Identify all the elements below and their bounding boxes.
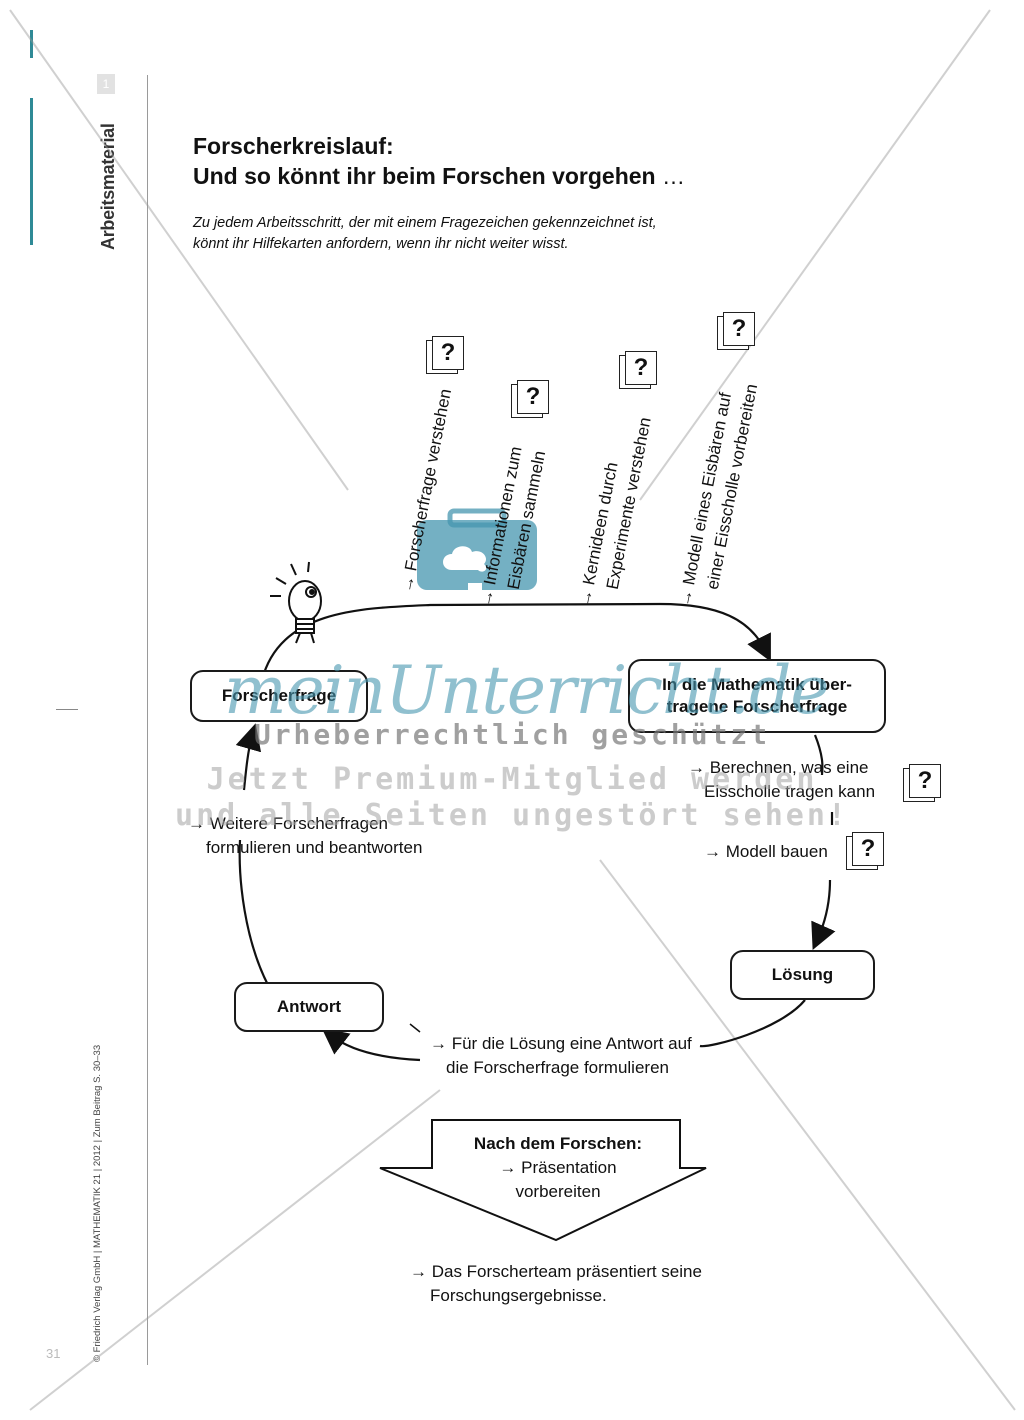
question-mark-icon: ? — [625, 351, 657, 385]
question-mark-icon: ? — [517, 380, 549, 414]
briefcase-watermark-icon — [417, 508, 537, 595]
intro-line-1: Zu jedem Arbeitsschritt, der mit einem F… — [193, 215, 657, 231]
accent-bar — [30, 98, 33, 245]
final-step-line-2: Forschungsergebnisse. — [430, 1286, 607, 1305]
question-mark-icon: ? — [432, 336, 464, 370]
node-loesung-label: Lösung — [771, 965, 834, 984]
right-step-1: → Berechnen, was eine Eisscholle tragen … — [688, 756, 875, 804]
right-step-1-line-1: → Berechnen, was eine — [688, 758, 869, 777]
help-card-6[interactable]: ? — [846, 832, 886, 870]
lightbulb-mascot-icon — [270, 561, 322, 644]
after-research-item-line-2: vorbereiten — [515, 1182, 601, 1201]
page-number: 31 — [46, 1346, 61, 1361]
node-antwort: Antwort — [234, 982, 384, 1032]
help-card-3[interactable]: ? — [619, 351, 659, 389]
watermark-line-2: Jetzt Premium-Mitglied werden — [206, 762, 818, 797]
node-forscherfrage: Forscherfrage — [190, 670, 368, 722]
margin-divider — [147, 75, 148, 1365]
left-step-line-2: formulieren und beantworten — [206, 838, 423, 857]
node-forscherfrage-label: Forscherfrage — [221, 686, 337, 705]
margin-tick — [56, 709, 78, 710]
right-step-2: → Modell bauen — [704, 840, 828, 864]
question-mark-icon: ? — [723, 312, 755, 346]
help-card-4[interactable]: ? — [717, 312, 757, 350]
node-mathematik-line-2: tragene Forscherfrage — [666, 697, 848, 716]
after-research-item-line-1: → Präsentation — [499, 1158, 617, 1177]
watermark-line-3: und alle Seiten ungestört sehen! — [175, 798, 849, 833]
right-step-1-line-2: Eisscholle tragen kann — [704, 782, 876, 801]
watermark-logo: meinUnterricht.de — [224, 652, 829, 729]
watermark-line-1: Urheberrechtlich geschützt — [253, 718, 771, 751]
question-mark-icon: ? — [852, 832, 884, 866]
accent-bar-top — [30, 30, 33, 58]
intro-line-2: könnt ihr Hilfekarten anfordern, wenn ih… — [193, 236, 569, 252]
bottom-step: → Für die Lösung eine Antwort auf die Fo… — [430, 1032, 692, 1080]
left-step: → Weitere Forscherfragen formulieren und… — [188, 812, 422, 860]
page-title: Forscherkreislauf: Und so könnt ihr beim… — [193, 131, 685, 191]
page-badge: 1 — [97, 74, 115, 94]
intro-text: Zu jedem Arbeitsschritt, der mit einem F… — [193, 213, 753, 255]
title-line-1: Forscherkreislauf: — [193, 133, 394, 159]
node-mathematik: In die Mathematik über- tragene Forscher… — [628, 659, 886, 733]
after-research-heading: Nach dem Forschen: — [473, 1134, 643, 1153]
help-card-2[interactable]: ? — [511, 380, 551, 418]
help-card-5[interactable]: ? — [903, 764, 943, 802]
node-mathematik-line-1: In die Mathematik über- — [662, 675, 852, 694]
title-ellipsis: … — [662, 163, 685, 189]
node-antwort-label: Antwort — [276, 997, 342, 1016]
final-step: → Das Forscherteam präsentiert seine For… — [410, 1260, 702, 1308]
title-line-2-text: Und so könnt ihr beim Forschen vorgehen — [193, 163, 656, 189]
final-step-line-1: → Das Forscherteam präsentiert seine — [410, 1262, 702, 1281]
right-step-2-line-1: → Modell bauen — [704, 842, 828, 861]
left-step-line-1: → Weitere Forscherfragen — [188, 814, 388, 833]
node-loesung: Lösung — [730, 950, 875, 1000]
help-card-1[interactable]: ? — [426, 336, 466, 374]
bottom-step-line-2: die Forscherfrage formulieren — [446, 1058, 669, 1077]
after-research-box: Nach dem Forschen: → Präsentation vorber… — [440, 1132, 676, 1204]
watermark-diagonals — [9, 9, 1016, 1411]
question-mark-icon: ? — [909, 764, 941, 798]
title-line-2: Und so könnt ihr beim Forschen vorgehen … — [193, 161, 685, 191]
bottom-step-line-1: → Für die Lösung eine Antwort auf — [430, 1034, 692, 1053]
